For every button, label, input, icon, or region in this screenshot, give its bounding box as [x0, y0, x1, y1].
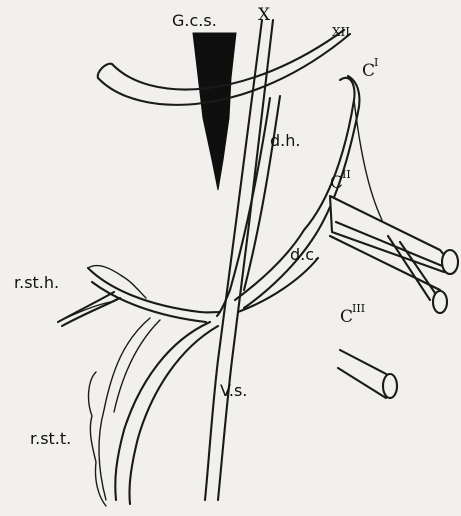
- label-sternohyoid-branch: r.st.h.: [14, 273, 59, 292]
- label-sternothyroid-branch: r.st.t.: [30, 429, 71, 448]
- label-ganglion: G.c.s.: [172, 11, 217, 30]
- label-vagus: X: [258, 5, 271, 25]
- label-hypoglossal: XII: [332, 25, 350, 39]
- label-c2-numeral: II: [342, 168, 351, 181]
- c3-root: [338, 350, 397, 398]
- label-c1-numeral: I: [374, 56, 378, 69]
- sternohyoid-branch: [58, 266, 220, 326]
- label-descendens-hypoglossi: d.h.: [270, 131, 300, 150]
- sternothyroid-branch: [89, 318, 218, 506]
- label-c3-numeral: III: [352, 302, 365, 315]
- ganglion-shape: [193, 33, 236, 190]
- label-vagus-sympathetic: V.s.: [220, 381, 247, 400]
- c2-root: [330, 196, 458, 313]
- c1-branch: [235, 76, 382, 308]
- label-descendens-cervicalis: d.c.: [290, 245, 319, 264]
